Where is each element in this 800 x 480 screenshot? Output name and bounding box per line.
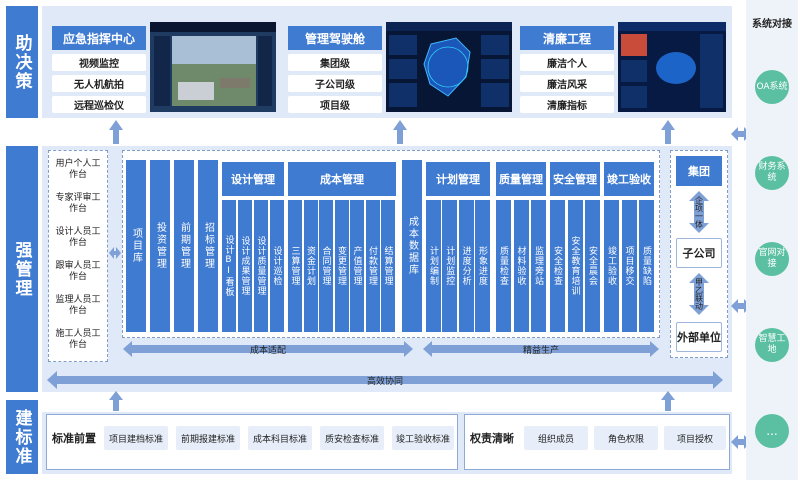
rights-item[interactable]: 组织成员 [524, 426, 588, 450]
standard-item[interactable]: 前期报建标准 [176, 426, 240, 450]
system-smart-site[interactable]: 智慧工地 [755, 328, 789, 362]
group-cockpit-item: 子公司级 [288, 75, 382, 92]
cost-sub[interactable]: 付款管理 [365, 200, 380, 332]
safety-sub[interactable]: 安全教育培训 [567, 200, 583, 332]
tier-standards-label: 建标准 [6, 400, 38, 474]
group-emergency-title: 应急指挥中心 [52, 26, 146, 50]
role-workbench-supervisor[interactable]: 监理人员工作台 [52, 292, 104, 320]
design-sub[interactable]: 设计成果管理 [238, 200, 252, 332]
safety-title: 安全管理 [550, 162, 600, 196]
plan-sub[interactable]: 计划监控 [442, 200, 458, 332]
integrity-dashboard-image [618, 22, 726, 112]
org-group[interactable]: 集团 [676, 156, 722, 186]
module-tender[interactable]: 招标管理 [198, 160, 218, 332]
role-workbench-user[interactable]: 用户个人工作台 [52, 156, 104, 184]
cockpit-screenshot [386, 22, 512, 112]
cost-sub[interactable]: 资金计划 [303, 200, 318, 332]
quality-title: 质量管理 [496, 162, 546, 196]
lean-production-arrow [423, 341, 659, 357]
org-external[interactable]: 外部单位 [676, 322, 722, 352]
module-preliminary[interactable]: 前期管理 [174, 160, 194, 332]
design-sub[interactable]: 设计巡检 [270, 200, 284, 332]
design-title: 设计管理 [222, 162, 284, 196]
cost-title: 成本管理 [288, 162, 396, 196]
role-workbench-audit[interactable]: 跟审人员工作台 [52, 258, 104, 286]
safety-sub[interactable]: 安全晨会 [585, 200, 600, 332]
arrow-updown-icon [689, 273, 709, 315]
cost-adapt-label: 成本适配 [249, 345, 286, 356]
rights-title: 权责清晰 [470, 432, 514, 445]
org-subsidiary[interactable]: 子公司 [676, 238, 722, 268]
aerial-photo-image [150, 22, 276, 112]
cost-database[interactable]: 成本数据库 [402, 160, 422, 332]
group-integrity-item: 廉洁个人 [520, 54, 614, 71]
standard-item[interactable]: 质安检查标准 [320, 426, 384, 450]
lean-production-label: 精益生产 [522, 345, 559, 356]
tier-management-label: 强管理 [6, 146, 38, 392]
group-integrity-item: 清廉指标 [520, 96, 614, 113]
plan-sub[interactable]: 计划编制 [426, 200, 441, 332]
standard-item[interactable]: 项目建档标准 [104, 426, 168, 450]
group-integrity-title: 清廉工程 [520, 26, 614, 50]
arrow-up-icon [393, 120, 407, 144]
arrow-up-icon [661, 391, 675, 411]
role-workbench-designer[interactable]: 设计人员工作台 [52, 224, 104, 252]
arrow-updown-icon [689, 191, 709, 233]
arrow-both-icon [109, 247, 121, 259]
group-cockpit-title: 管理驾驶舱 [288, 26, 382, 50]
cost-sub[interactable]: 结算管理 [381, 200, 395, 332]
module-project-library[interactable]: 项目库 [126, 160, 146, 332]
rights-item[interactable]: 项目授权 [664, 426, 726, 450]
quality-sub[interactable]: 监理旁站 [531, 200, 546, 332]
integrity-screenshot [618, 22, 726, 112]
cost-adapt-arrow [123, 341, 413, 357]
collaboration-arrow [47, 371, 723, 389]
acceptance-sub[interactable]: 竣工验收 [604, 200, 619, 332]
system-more[interactable]: ... [755, 414, 789, 448]
plan-sub[interactable]: 形象进度 [475, 200, 490, 332]
cost-sub[interactable]: 三算管理 [288, 200, 302, 332]
module-investment[interactable]: 投资管理 [150, 160, 170, 332]
arrow-up-icon [109, 391, 123, 411]
standards-title: 标准前置 [52, 432, 96, 445]
tier-decision-label: 助决策 [6, 6, 38, 118]
system-finance[interactable]: 财务系统 [755, 156, 789, 190]
system-integration-title: 系统对接 [752, 18, 792, 30]
group-integrity-item: 廉洁风采 [520, 75, 614, 92]
cost-sub[interactable]: 产值管理 [350, 200, 364, 332]
design-sub[interactable]: 设计质量管理 [254, 200, 268, 332]
dashboard-map-image [386, 22, 512, 112]
rights-item[interactable]: 角色权限 [594, 426, 658, 450]
org-link-2: 甲乙联动 [694, 278, 704, 310]
role-workbench-construction[interactable]: 施工人员工作台 [52, 326, 104, 354]
plan-sub[interactable]: 进度分析 [458, 200, 474, 332]
acceptance-sub[interactable]: 质量缺陷 [639, 200, 654, 332]
arrow-up-icon [661, 120, 675, 144]
collaboration-label: 高效协同 [366, 376, 403, 387]
group-cockpit-item: 项目级 [288, 96, 382, 113]
group-emergency-item: 远程巡检仪 [52, 96, 146, 113]
system-website[interactable]: 官网对接 [755, 242, 789, 276]
acceptance-title: 竣工验收 [604, 162, 654, 196]
quality-sub[interactable]: 材料验收 [513, 200, 529, 332]
acceptance-sub[interactable]: 项目移交 [621, 200, 637, 332]
role-workbench-expert[interactable]: 专家评审工作台 [52, 190, 104, 218]
group-emergency-item: 无人机航拍 [52, 75, 146, 92]
arrow-up-icon [109, 120, 123, 144]
system-oa[interactable]: OA系统 [755, 70, 789, 104]
standard-item[interactable]: 成本科目标准 [248, 426, 312, 450]
design-sub[interactable]: 设计BI看板 [222, 200, 236, 332]
plan-title: 计划管理 [426, 162, 490, 196]
emergency-screenshot [150, 22, 276, 112]
cost-sub[interactable]: 变更管理 [334, 200, 349, 332]
group-emergency-item: 视频监控 [52, 54, 146, 71]
cost-sub[interactable]: 合同管理 [319, 200, 333, 332]
org-link-1: 企项一体 [694, 196, 704, 228]
quality-sub[interactable]: 质量检查 [496, 200, 511, 332]
safety-sub[interactable]: 安全检查 [550, 200, 565, 332]
group-cockpit-item: 集团级 [288, 54, 382, 71]
standard-item[interactable]: 竣工验收标准 [392, 426, 454, 450]
